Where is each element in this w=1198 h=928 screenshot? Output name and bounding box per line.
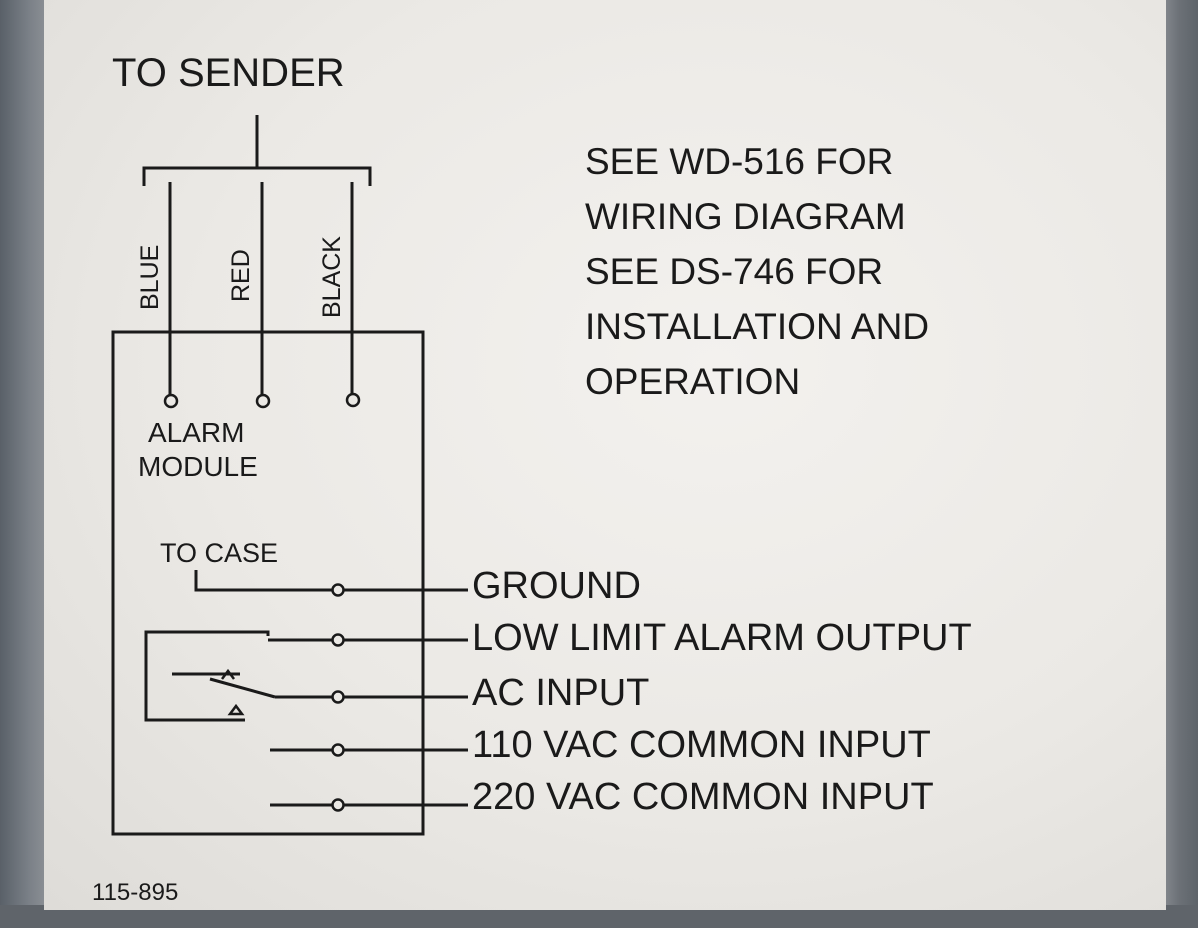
wire-label-black: BLACK [318,236,346,318]
relay-loop [144,630,270,722]
module-label-line2: MODULE [138,451,258,482]
terminal-label-alarm-output: LOW LIMIT ALARM OUTPUT [472,617,972,659]
switch-contacts [221,668,245,716]
diagram-lines [111,115,468,836]
surface-bottom [0,905,1198,928]
ground-wire [194,570,332,592]
terminal-220-common [331,798,345,812]
terminal-label-ground: GROUND [472,565,641,607]
contact-lower [227,703,245,716]
terminal-110-common [331,743,345,757]
note-line: OPERATION [585,361,801,402]
note-line: WIRING DIAGRAM [585,196,906,237]
wire-label-red: RED [227,249,255,302]
contact-upper [221,668,235,680]
terminal-blue [163,393,179,409]
surface-left [0,0,48,928]
module-label-line1: ALARM [148,417,244,448]
terminal-label-220-common: 220 VAC COMMON INPUT [472,776,934,818]
module-box [111,330,425,836]
label-paper [44,0,1166,910]
terminal-ac-input [331,690,345,704]
terminal-label-ac-input: AC INPUT [472,672,649,714]
terminal-ground [331,583,345,597]
terminals [163,392,361,812]
note-line: SEE DS-746 FOR [585,251,884,292]
note-line: SEE WD-516 FOR [585,141,894,182]
wire-label-blue: BLUE [136,245,164,310]
note-line: INSTALLATION AND [585,306,930,347]
to-case-label: TO CASE [160,538,278,568]
terminal-alarm-output [331,633,345,647]
part-number: 115-895 [92,879,178,906]
to-sender-label: TO SENDER [112,51,345,95]
terminal-label-110-common: 110 VAC COMMON INPUT [472,724,931,766]
terminal-red [255,393,271,409]
surface-right [1160,0,1198,928]
sender-bracket [142,166,372,186]
terminal-black [345,392,361,408]
switch-arm [209,677,276,699]
reference-note: SEE WD-516 FOR WIRING DIAGRAM SEE DS-746… [585,134,929,409]
